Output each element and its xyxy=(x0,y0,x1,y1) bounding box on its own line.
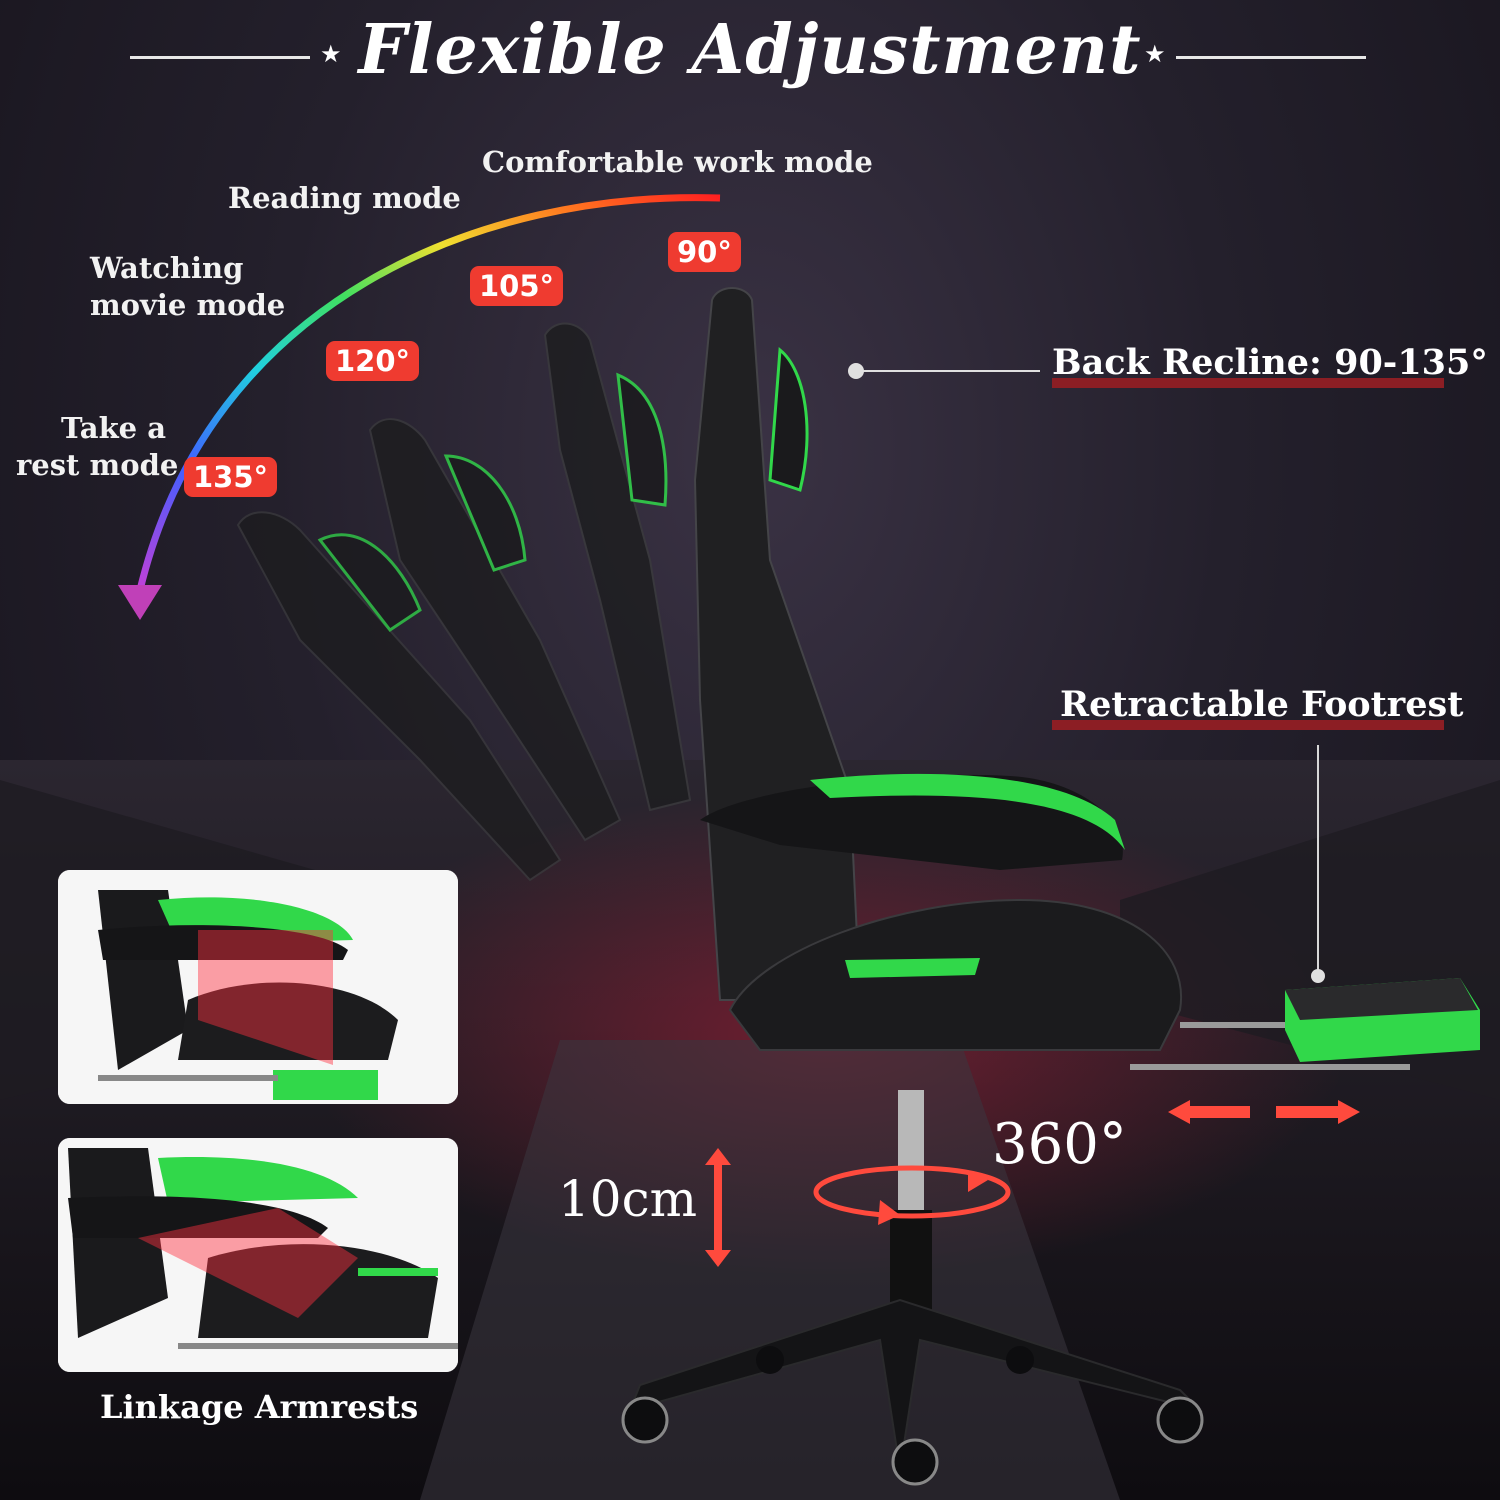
armrest-inset-lowered xyxy=(58,870,458,1104)
swivel-arrow-icon xyxy=(813,1165,1011,1219)
label-underline xyxy=(1052,378,1444,388)
mode-label-line: rest mode xyxy=(16,448,179,482)
page-title: Flexible Adjustment xyxy=(358,10,1142,90)
mode-label-rest: Take a rest mode xyxy=(16,410,179,484)
star-icon: ★ xyxy=(320,40,342,68)
backrest-105 xyxy=(543,322,692,812)
star-icon: ★ xyxy=(1144,40,1166,68)
backrest-90 xyxy=(693,287,862,1001)
angle-badge-90: 90° xyxy=(668,232,741,272)
armrest-inset-raised xyxy=(58,1138,458,1372)
armrest-raised-image xyxy=(58,1138,458,1372)
title-rule-right xyxy=(1176,56,1366,59)
recline-arc xyxy=(136,194,721,591)
backrest-135 xyxy=(236,511,562,882)
retract-arrow-icon xyxy=(1168,1100,1250,1124)
label-underline xyxy=(1052,720,1444,730)
mode-label-line: Watching xyxy=(90,251,244,285)
height-label: 10cm xyxy=(558,1170,698,1228)
angle-badge-135: 135° xyxy=(184,457,278,497)
mode-label-work: Comfortable work mode xyxy=(482,145,873,179)
mode-label-movie: Watching movie mode xyxy=(90,250,285,324)
armrests-label: Linkage Armrests xyxy=(100,1388,419,1426)
mode-label-line: Take a xyxy=(60,411,166,445)
mode-label-reading: Reading mode xyxy=(228,181,461,215)
footrest-label: Retractable Footrest xyxy=(1060,684,1464,725)
back-recline-label: Back Recline: 90-135° xyxy=(1052,342,1488,383)
mode-label-line: movie mode xyxy=(90,288,286,322)
angle-badge-105: 105° xyxy=(470,266,564,306)
swivel-label: 360° xyxy=(992,1112,1127,1177)
extend-arrow-icon xyxy=(1276,1100,1360,1124)
armrest-lowered-image xyxy=(58,870,458,1104)
backrest-120 xyxy=(368,418,622,842)
title-rule-left xyxy=(130,56,310,59)
angle-badge-120: 120° xyxy=(326,341,420,381)
arrow-down-icon xyxy=(118,585,162,620)
